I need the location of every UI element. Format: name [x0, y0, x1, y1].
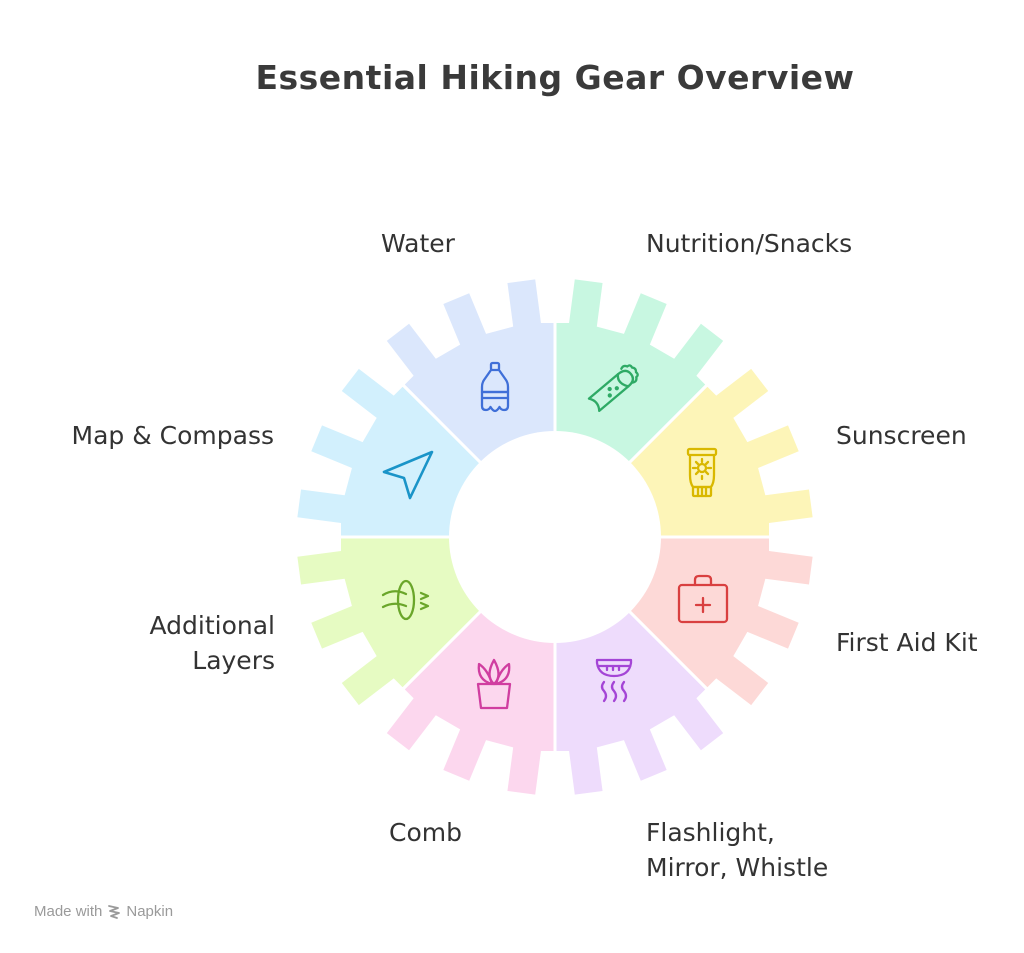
footer-brand: Napkin [126, 903, 174, 920]
gear-segment-nutrition [555, 279, 724, 466]
navigation-arrow-icon [382, 450, 434, 500]
label-nutrition-snacks: Nutrition/Snacks [646, 229, 853, 258]
gear-segment-map [297, 368, 484, 537]
label-map-compass: Map & Compass [71, 421, 275, 450]
label-flashlight-mirror-whistle: Flashlight, Mirror, Whistle [646, 815, 828, 885]
smoke-detector-icon [595, 658, 633, 703]
label-first-aid-kit: First Aid Kit [836, 628, 978, 657]
label-additional-layers: Additional Layers [149, 608, 275, 678]
sunscreen-tube-icon [686, 447, 718, 498]
label-sunscreen: Sunscreen [836, 421, 967, 450]
label-line-2: Layers [192, 646, 275, 675]
water-bottle-icon [480, 361, 510, 413]
label-line-2: Mirror, Whistle [646, 853, 829, 882]
label-line-1: Flashlight, [646, 818, 775, 847]
segment-divider [368, 350, 486, 468]
label-comb: Comb [389, 818, 462, 847]
napkin-logo-icon [108, 904, 121, 919]
footer-prefix: Made with [34, 903, 103, 920]
first-aid-kit-icon [677, 574, 729, 624]
label-water: Water [381, 229, 455, 258]
made-with-napkin-badge[interactable]: Made with Napkin [34, 903, 173, 920]
succulent-plant-icon [476, 658, 512, 710]
gear-segment-layers [297, 537, 484, 706]
burrito-icon [587, 364, 639, 412]
gear-segment-comb [386, 608, 555, 795]
wind-icon [381, 579, 430, 621]
gear-segment-flashlight [555, 608, 724, 795]
gear-segment-sunscreen [626, 368, 813, 537]
segment-divider [368, 606, 486, 724]
gear-segment-water [386, 279, 555, 466]
center-hole [449, 431, 661, 643]
segment-divider [624, 606, 742, 724]
diagram-title: Essential Hiking Gear Overview [255, 58, 855, 97]
label-line-1: Additional [149, 611, 275, 640]
segment-divider [624, 350, 742, 468]
